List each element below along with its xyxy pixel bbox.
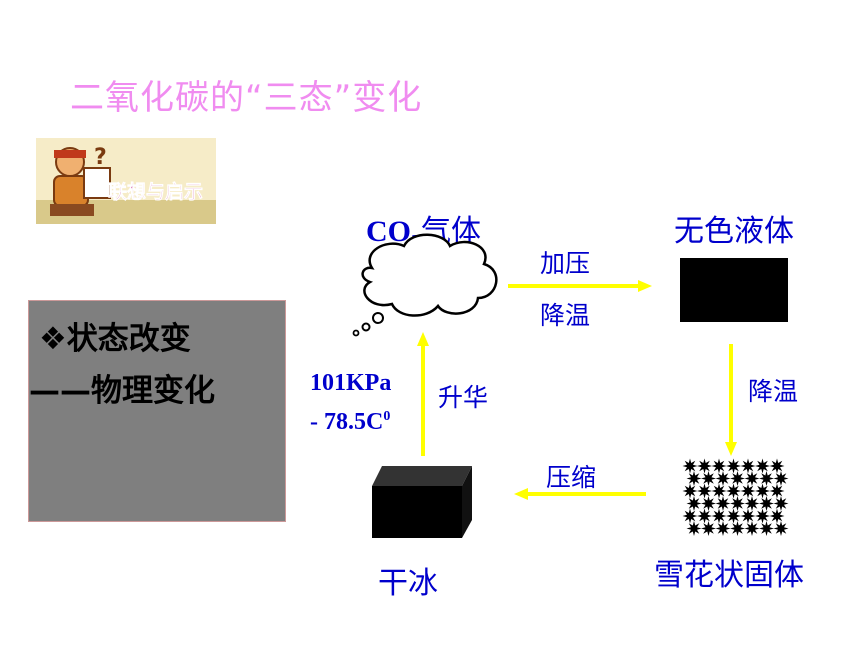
snowflake-mark [726,483,741,499]
snowflake-mark [682,483,698,499]
snowflake-mark [755,508,770,524]
state-change-box: ❖状态改变 ——物理变化 [28,300,286,522]
snowflake-mark [755,458,770,474]
cool-label-top: 降温 [540,301,591,330]
liquid-block [680,258,788,322]
condition-text: 101KPa - 78.5C0 [310,366,391,439]
snowflake-mark [715,471,731,486]
snowflake-mark [755,483,770,499]
solid-label: 雪花状固体 [654,558,804,593]
snowflake-mark [726,508,741,524]
snowflake-mark [759,496,774,511]
snowflake-solid-icon [682,458,789,536]
pressure-value: 101KPa [310,370,392,396]
gas-cloud-icon [352,233,498,337]
snowflake-mark [697,508,712,524]
snowflake-mark [744,471,760,486]
snowflake-mark [697,483,712,499]
page-title: 二氧化碳的“三态”变化 [70,78,423,118]
liquid-label: 无色液体 [674,214,794,249]
snowflake-mark [715,496,731,511]
badge-text: 联想与启示 [108,180,203,203]
badge-illustration: ? 联想与启示 [36,138,216,224]
snowflake-mark [773,496,789,511]
snowflake-mark [769,458,785,474]
arrow-liquid-to-solid [725,344,737,456]
sublimation-label: 升华 [438,383,489,412]
snowflake-mark [740,458,756,474]
snowflake-mark [697,458,712,474]
snowflake-mark [769,483,785,499]
cool-label-right: 降温 [748,377,799,406]
snowflake-mark [711,458,727,474]
pressurize-label: 加压 [540,249,591,278]
physical-change-line: ——物理变化 [29,373,215,409]
snowflake-mark [726,458,741,474]
snowflake-mark [759,471,774,486]
snowflake-mark [744,496,760,511]
snowflake-mark [740,508,756,524]
temperature-value: - 78.5C0 [310,409,391,435]
snowflake-mark [682,458,698,474]
dry-ice-label: 干冰 [378,566,438,601]
snowflake-mark [701,471,716,486]
snowflake-mark [711,508,727,524]
snowflake-mark [730,471,745,486]
snowflake-mark [759,521,774,536]
snowflake-mark [715,521,731,536]
snowflake-mark [686,521,702,536]
compress-label: 压缩 [546,463,597,492]
snowflake-mark [701,521,716,536]
arrow-gas-to-liquid [508,280,652,292]
svg-text:?: ? [94,145,107,170]
snowflake-mark [769,508,785,524]
snowflake-mark [773,521,789,536]
arrow-dry-ice-to-gas [417,332,429,456]
state-change-line: ❖状态改变 [39,321,191,357]
snowflake-mark [730,521,745,536]
arrow-solid-to-dry-ice [514,488,646,500]
snowflake-mark [701,496,716,511]
snowflake-mark [730,496,745,511]
snowflake-mark [773,471,789,486]
dry-ice-block [372,466,472,538]
snowflake-mark [686,496,702,511]
snowflake-mark [744,521,760,536]
snowflake-mark [682,508,698,524]
snowflake-mark [711,483,727,499]
snowflake-mark [686,471,702,486]
snowflake-mark [740,483,756,499]
